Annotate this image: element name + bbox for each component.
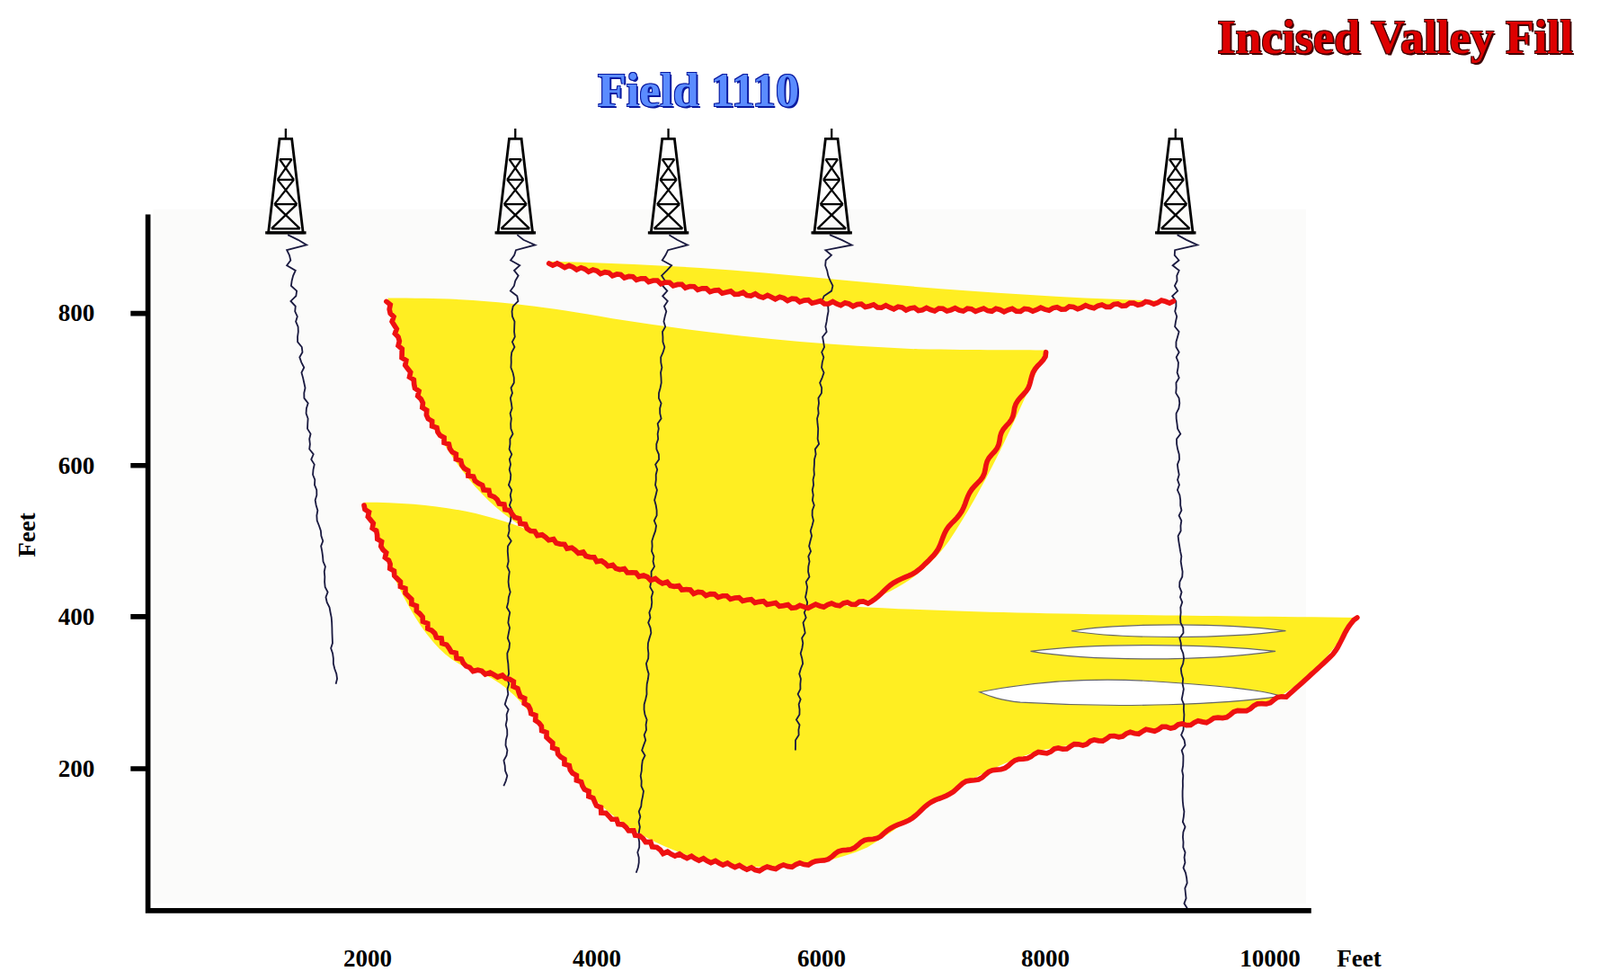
well-log [1172,234,1198,908]
well-log [636,234,688,873]
axis-tick-label: 10000 [1239,944,1301,973]
axis-title: Feet [1336,944,1381,973]
axis-title: Feet [13,512,42,557]
axis-tick-label: 8000 [1021,944,1070,973]
field-name: Field 1110 [597,63,800,117]
chart-title: Incised Valley Fill [1217,10,1574,64]
well-log [286,234,338,685]
erosion-surface [386,301,1047,608]
axis-tick-label: 600 [58,452,96,480]
axis-tick-label: 800 [58,299,96,328]
axis-tick-label: 6000 [797,944,846,973]
axis-tick-label: 4000 [572,944,622,973]
axis-tick-label: 2000 [343,944,392,973]
axis-tick-label: 400 [58,603,96,632]
axis-tick-label: 200 [58,755,96,783]
erosion-surface [549,263,1174,312]
erosion-surface [364,505,1358,871]
well-log [795,234,853,750]
